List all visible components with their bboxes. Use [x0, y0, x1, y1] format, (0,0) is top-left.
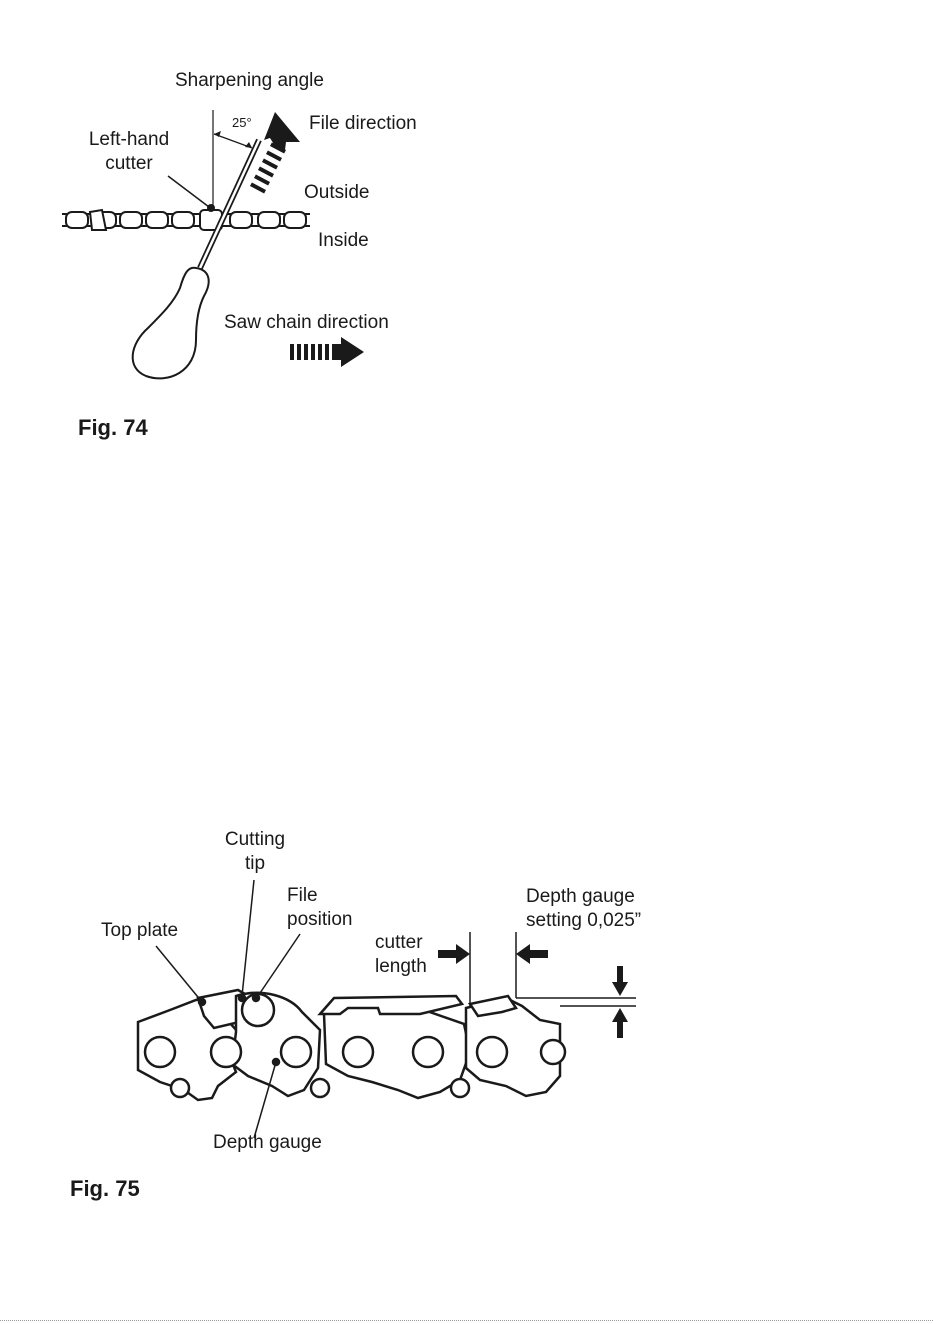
- saw-chain-direction-label: Saw chain direction: [224, 311, 389, 335]
- inside-label: Inside: [318, 229, 369, 253]
- outside-label: Outside: [304, 181, 369, 205]
- saw-chain-top-view: [62, 210, 310, 230]
- top-rail: [320, 996, 462, 1014]
- angle-value-label: 25°: [232, 116, 252, 130]
- sharpening-angle-label: Sharpening angle: [175, 69, 324, 93]
- sharpening-angle-diagram: [0, 0, 933, 440]
- saw-chain-direction-arrow: [290, 337, 364, 367]
- file-position-label: File position: [287, 884, 353, 932]
- depth-gauge-label: Depth gauge: [213, 1131, 322, 1155]
- figure-75-caption: Fig. 75: [70, 1176, 140, 1202]
- top-plate-label: Top plate: [101, 919, 178, 943]
- file-direction-label: File direction: [309, 112, 417, 136]
- figure-74-caption: Fig. 74: [78, 415, 148, 441]
- cutter-point: [207, 204, 215, 212]
- cutter-length-label: cutter length: [375, 931, 427, 979]
- cutter-leader-line: [168, 176, 209, 207]
- page-bottom-divider: [0, 1320, 933, 1321]
- left-hand-cutter-label: Left-hand cutter: [84, 128, 174, 176]
- file-direction-arrow: [250, 112, 300, 194]
- depth-gauge-setting-label: Depth gauge setting 0,025”: [526, 885, 641, 933]
- cutting-tip-label: Cutting tip: [215, 828, 295, 876]
- depth-gauge-diagram: [0, 800, 933, 1200]
